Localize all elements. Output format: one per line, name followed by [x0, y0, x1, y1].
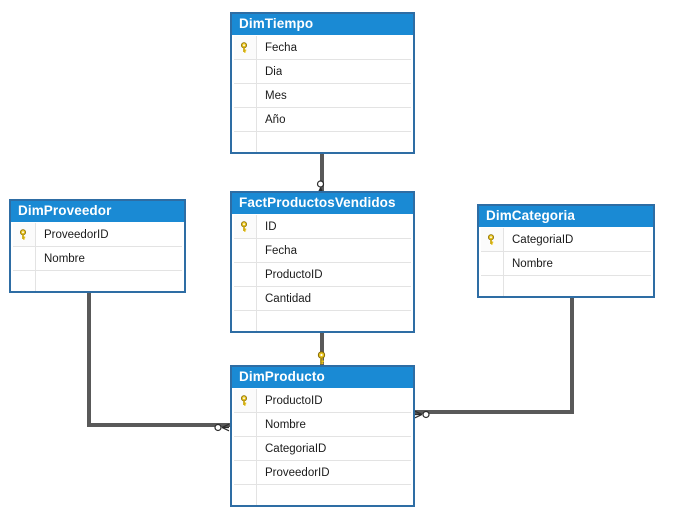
field-row[interactable]: ProductoID: [234, 263, 411, 287]
field-row[interactable]: Mes: [234, 84, 411, 108]
key-icon: [234, 389, 257, 412]
field-name: CategoriaID: [265, 442, 327, 455]
field-name: Dia: [265, 65, 283, 78]
field-name: Fecha: [265, 41, 297, 54]
table-title-dim-tiempo: DimTiempo: [232, 14, 413, 35]
field-row[interactable]: ProveedorID: [13, 223, 182, 247]
table-title-dim-producto: DimProducto: [232, 367, 413, 388]
empty-field-row[interactable]: [234, 485, 411, 505]
field-gutter: [234, 239, 257, 262]
field-gutter: [234, 132, 257, 152]
field-name: ProveedorID: [44, 228, 109, 241]
key-icon: [13, 223, 36, 246]
one-end-key-icon: [316, 351, 327, 365]
field-gutter: [234, 413, 257, 436]
field-row[interactable]: CategoriaID: [481, 228, 651, 252]
field-row[interactable]: ProveedorID: [234, 461, 411, 485]
field-row[interactable]: Fecha: [234, 239, 411, 263]
empty-field-row[interactable]: [481, 276, 651, 296]
field-row[interactable]: Año: [234, 108, 411, 132]
field-name: ProductoID: [265, 394, 323, 407]
field-row[interactable]: ID: [234, 215, 411, 239]
crows-foot-icon: [414, 407, 430, 419]
field-list-dim-categoria: CategoriaID Nombre: [479, 227, 653, 296]
empty-field-row[interactable]: [234, 311, 411, 331]
field-name: Nombre: [265, 418, 306, 431]
field-gutter: [234, 108, 257, 131]
field-gutter: [234, 84, 257, 107]
crows-foot-icon: [214, 420, 230, 432]
field-name: ProveedorID: [265, 466, 330, 479]
field-row[interactable]: Fecha: [234, 36, 411, 60]
table-title-dim-categoria: DimCategoria: [479, 206, 653, 227]
field-name: ProductoID: [265, 268, 323, 281]
field-gutter: [481, 252, 504, 275]
field-list-dim-proveedor: ProveedorID Nombre: [11, 222, 184, 291]
field-row[interactable]: Nombre: [481, 252, 651, 276]
field-name: Nombre: [512, 257, 553, 270]
relationship-line-rel-categoria-producto: [415, 282, 574, 414]
field-row[interactable]: Nombre: [13, 247, 182, 271]
field-gutter: [481, 276, 504, 296]
field-row[interactable]: Cantidad: [234, 287, 411, 311]
key-icon: [234, 215, 257, 238]
field-name: Nombre: [44, 252, 85, 265]
field-row[interactable]: Dia: [234, 60, 411, 84]
field-row[interactable]: CategoriaID: [234, 437, 411, 461]
field-gutter: [234, 437, 257, 460]
field-name: Mes: [265, 89, 287, 102]
field-gutter: [234, 60, 257, 83]
table-title-dim-proveedor: DimProveedor: [11, 201, 184, 222]
field-name: ID: [265, 220, 277, 233]
key-icon: [234, 36, 257, 59]
field-name: Año: [265, 113, 286, 126]
field-name: CategoriaID: [512, 233, 574, 246]
field-row[interactable]: Nombre: [234, 413, 411, 437]
field-gutter: [13, 271, 36, 291]
field-name: Cantidad: [265, 292, 312, 305]
field-gutter: [234, 287, 257, 310]
empty-field-row[interactable]: [13, 271, 182, 291]
field-name: Fecha: [265, 244, 297, 257]
table-title-fact-productos-vendidos: FactProductosVendidos: [232, 193, 413, 214]
field-gutter: [234, 311, 257, 331]
field-row[interactable]: ProductoID: [234, 389, 411, 413]
key-icon: [481, 228, 504, 251]
field-gutter: [234, 485, 257, 505]
field-gutter: [234, 263, 257, 286]
field-gutter: [234, 461, 257, 484]
field-gutter: [13, 247, 36, 270]
relationship-line-rel-proveedor-producto: [87, 277, 230, 427]
empty-field-row[interactable]: [234, 132, 411, 152]
